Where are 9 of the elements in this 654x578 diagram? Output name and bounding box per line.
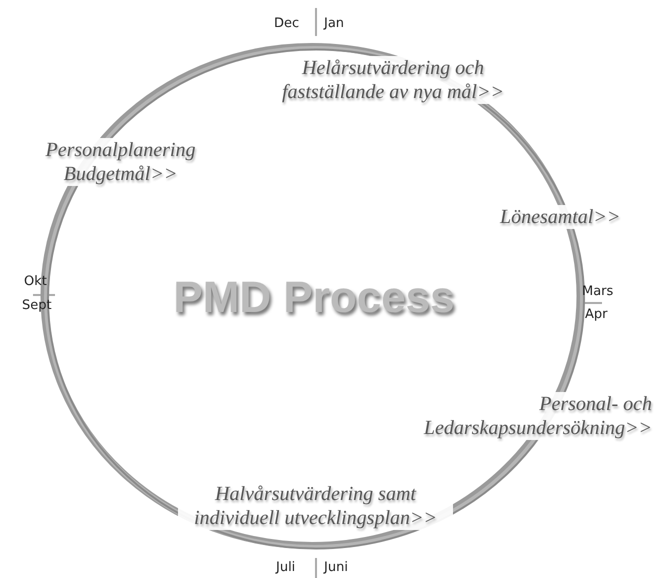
phase-label: Lönesamtal>>: [500, 205, 620, 229]
month-label: Dec: [274, 16, 300, 31]
month-label: Mars: [582, 284, 614, 299]
month-label: Juli: [276, 560, 296, 575]
month-label: Okt: [24, 274, 47, 289]
month-label: Juni: [324, 560, 348, 575]
month-label: Sept: [22, 298, 52, 313]
month-label: Jan: [324, 16, 344, 31]
month-label: Apr: [585, 307, 608, 322]
